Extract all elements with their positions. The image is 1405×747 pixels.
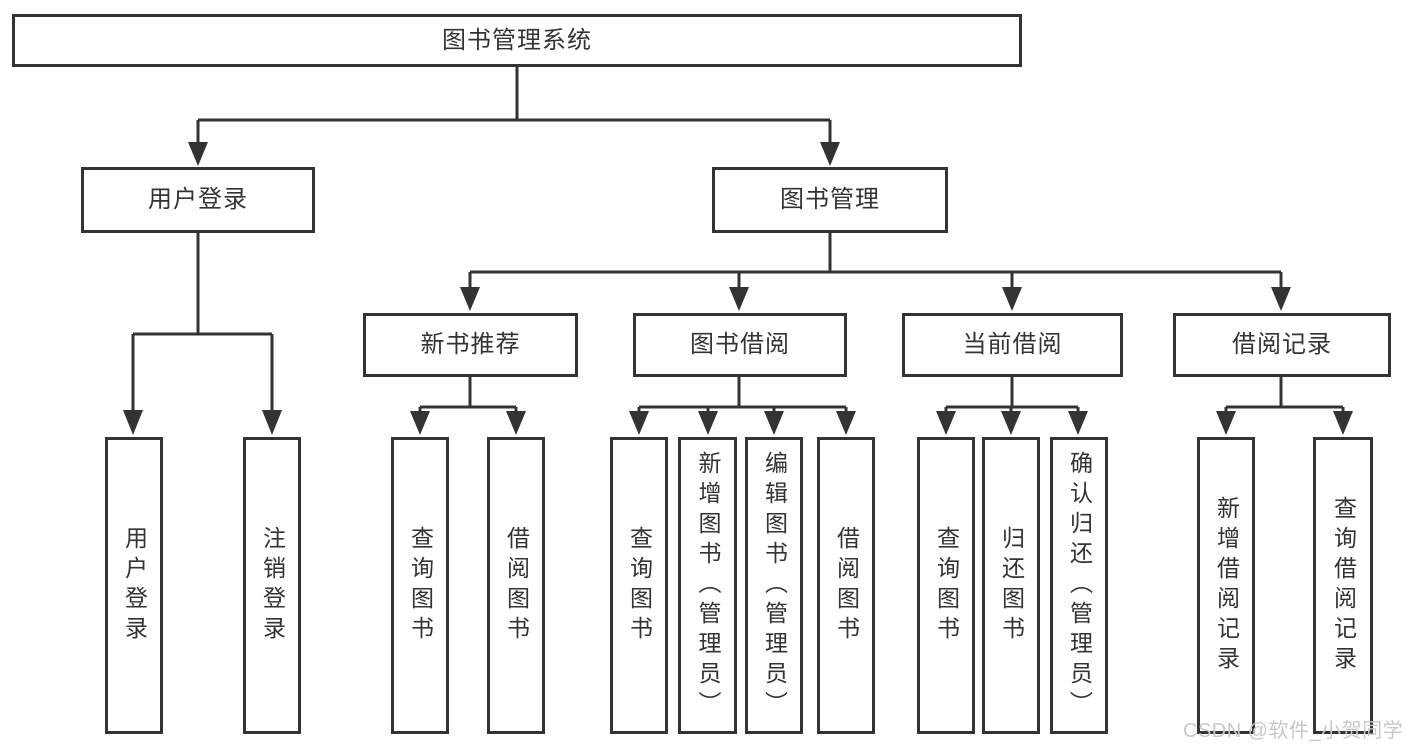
node-borrowing-records: 借阅记录 [1173, 313, 1391, 377]
leaf-return-books: 归还图书 [982, 437, 1040, 734]
leaf-user-login: 用户登录 [105, 437, 163, 734]
node-book-borrowing: 图书借阅 [633, 313, 847, 377]
node-user-login: 用户登录 [81, 167, 315, 233]
node-library-management-system: 图书管理系统 [12, 14, 1022, 67]
leaf-add-books-admin: 新增图书（管理员） [678, 437, 737, 734]
node-current-borrowing: 当前借阅 [902, 313, 1123, 377]
leaf-confirm-return-admin: 确认归还（管理员） [1050, 437, 1108, 734]
leaf-query-books-borrowing: 查询图书 [610, 437, 668, 734]
leaf-add-borrow-record: 新增借阅记录 [1197, 437, 1255, 734]
watermark: CSDN @软件_小贺同学 [1183, 720, 1404, 742]
node-new-book-recommend: 新书推荐 [363, 313, 578, 377]
leaf-query-books-current: 查询图书 [917, 437, 975, 734]
leaf-query-books-recommend: 查询图书 [391, 437, 449, 734]
leaf-edit-books-admin: 编辑图书（管理员） [745, 437, 803, 734]
leaf-borrow-books: 借阅图书 [817, 437, 875, 734]
leaf-borrow-books-recommend: 借阅图书 [487, 437, 545, 734]
node-book-management: 图书管理 [712, 167, 948, 233]
leaf-logout: 注销登录 [243, 437, 301, 734]
leaf-query-borrow-record: 查询借阅记录 [1313, 437, 1373, 734]
